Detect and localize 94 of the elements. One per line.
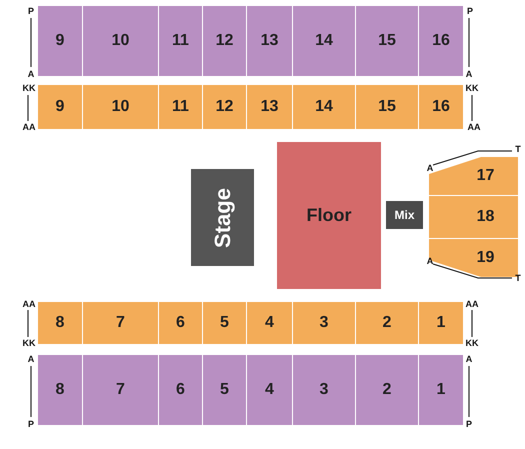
section-label: 6: [176, 381, 185, 399]
section-label: 11: [172, 98, 189, 116]
row-label: A: [466, 354, 472, 364]
seating-section: [38, 302, 82, 344]
seating-section: [159, 85, 202, 129]
seating-section: [356, 355, 418, 425]
seating-section: [159, 302, 202, 344]
section-label: 4: [265, 381, 274, 399]
section-label: 14: [315, 98, 333, 116]
seating-section: [247, 85, 292, 129]
section-label: 9: [56, 32, 64, 50]
seating-section: [356, 6, 418, 76]
section-label: 16: [432, 32, 450, 50]
seating-section: [247, 6, 292, 76]
section-label: 5: [220, 381, 229, 399]
section-label: 8: [56, 381, 64, 399]
section-label: 13: [260, 98, 278, 116]
row-label: AA: [466, 299, 478, 309]
seating-section: [38, 6, 82, 76]
section-label: 12: [216, 98, 234, 116]
seating-section: [83, 85, 158, 129]
section-label: 1: [436, 381, 446, 399]
row-label: KK: [22, 83, 36, 93]
row-label: KK: [466, 338, 478, 348]
section-label: Stage: [210, 188, 236, 248]
seating-section: [356, 302, 418, 344]
section-label: 19: [476, 249, 494, 267]
section-label: 18: [476, 208, 494, 226]
seating-section: [293, 85, 355, 129]
seating-section: [203, 302, 246, 344]
section-label: 2: [382, 314, 392, 332]
section-label: Floor: [306, 205, 352, 226]
seating-section: [429, 196, 518, 238]
section-label: 7: [116, 314, 125, 332]
section-label: 15: [378, 98, 396, 116]
seating-section: [356, 85, 418, 129]
row-label: P: [467, 6, 473, 16]
section-label: 15: [378, 32, 396, 50]
section-label: 10: [112, 98, 130, 116]
seating-section: [293, 355, 355, 425]
row-label: A: [28, 354, 34, 364]
row-label: P: [28, 6, 34, 16]
section-label: 17: [476, 167, 494, 185]
seating-section: [159, 6, 202, 76]
section-label: 13: [260, 32, 278, 50]
section-label: 9: [56, 98, 64, 116]
section-label: 11: [172, 32, 189, 50]
section-label: 16: [432, 98, 450, 116]
seating-section: [419, 6, 463, 76]
seating-section: [203, 6, 246, 76]
section-label: 4: [265, 314, 274, 332]
stage: [191, 169, 254, 266]
seating-section: [429, 157, 518, 195]
row-label: T: [515, 273, 521, 283]
row-label: P: [466, 419, 472, 429]
seating-section: [247, 355, 292, 425]
seating-section: [247, 302, 292, 344]
seating-section: [293, 6, 355, 76]
seating-section: [419, 355, 463, 425]
section-label: 10: [112, 32, 130, 50]
seating-section: [419, 85, 463, 129]
section-label: 14: [315, 32, 333, 50]
section-label: 12: [216, 32, 234, 50]
floor-area: [277, 142, 381, 289]
row-label: KK: [22, 338, 36, 348]
row-label: AA: [22, 122, 36, 132]
row-label: AA: [22, 299, 36, 309]
row-label: AA: [468, 122, 480, 132]
seating-section: [203, 355, 246, 425]
section-label: 2: [382, 381, 392, 399]
mix-booth: [386, 201, 423, 229]
row-label: T: [515, 144, 521, 154]
section-label: 8: [56, 314, 64, 332]
row-label: KK: [466, 83, 478, 93]
section-label: 1: [436, 314, 446, 332]
seating-section: [293, 302, 355, 344]
row-label: A: [426, 163, 434, 173]
section-label: 6: [176, 314, 185, 332]
section-label: 3: [320, 381, 328, 399]
row-label: A: [466, 69, 472, 79]
section-label: Mix: [394, 208, 414, 222]
row-label: A: [28, 69, 34, 79]
section-label: 5: [220, 314, 229, 332]
seating-section: [38, 85, 82, 129]
row-label: P: [28, 419, 34, 429]
seating-section: [419, 302, 463, 344]
seating-section: [83, 6, 158, 76]
seating-section: [159, 355, 202, 425]
section-label: 7: [116, 381, 125, 399]
seating-section: [38, 355, 82, 425]
seating-section: [83, 355, 158, 425]
seating-section: [203, 85, 246, 129]
section-label: 3: [320, 314, 328, 332]
seating-section: [83, 302, 158, 344]
